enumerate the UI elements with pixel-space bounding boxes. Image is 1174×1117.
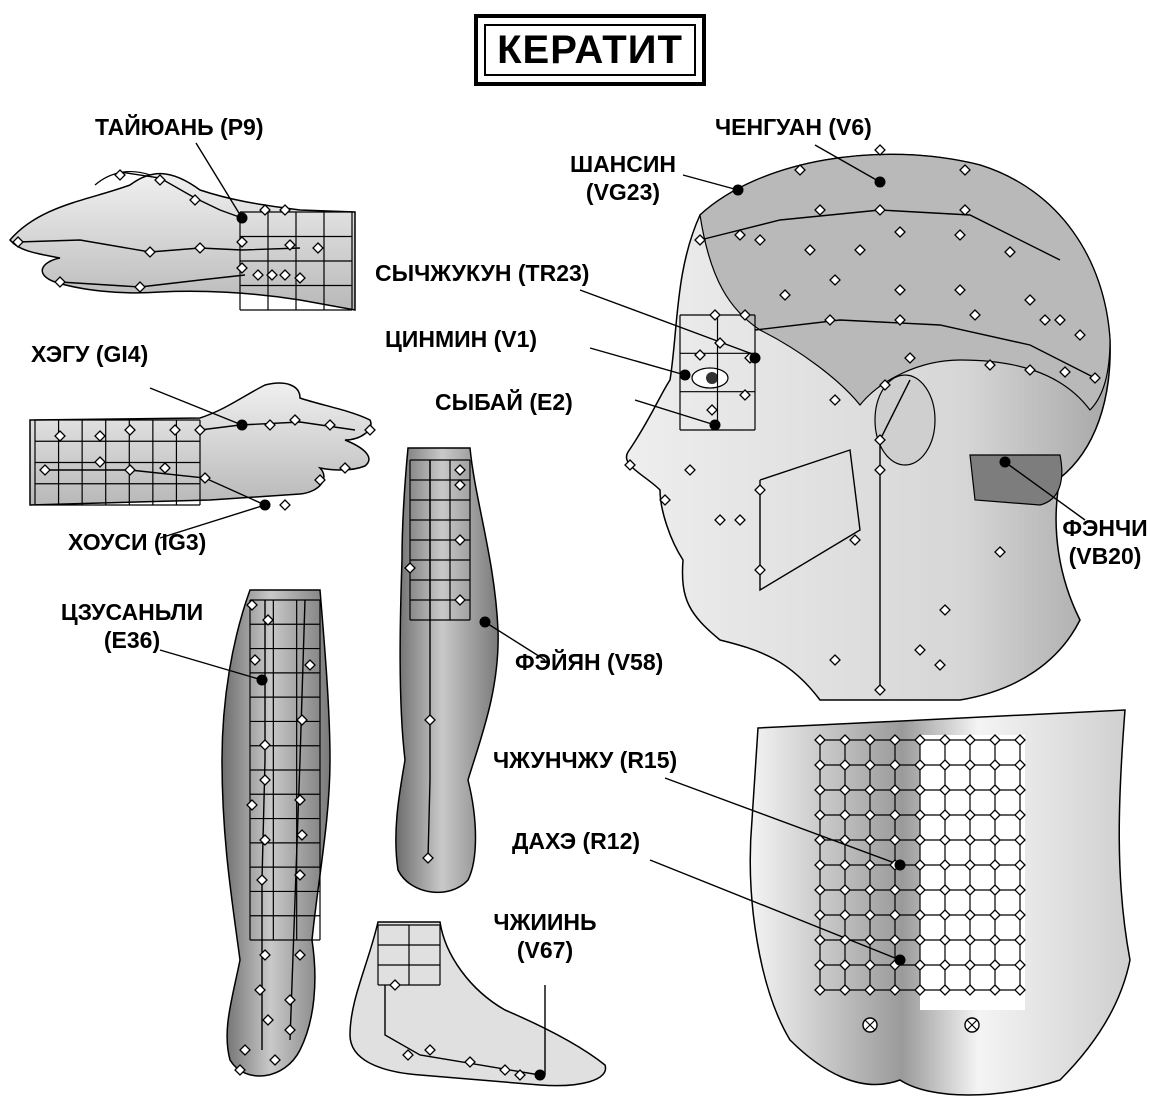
label-fengchi: ФЭНЧИ (VB20) <box>1040 514 1170 570</box>
active-point-marker <box>680 370 691 381</box>
label-sizhukong: СЫЧЖУКУН (TR23) <box>375 259 589 287</box>
label-zusanli-code: (Е36) <box>22 626 242 654</box>
label-dahe: ДАХЭ (R12) <box>512 827 640 855</box>
label-chengguang: ЧЕНГУАН (V6) <box>715 113 872 141</box>
page-title: КЕРАТИТ <box>497 28 683 73</box>
label-zusanli-name: ЦЗУСАНЬЛИ <box>22 598 242 626</box>
label-taiyuan: ТАЙЮАНЬ (Р9) <box>95 113 263 141</box>
active-point-marker <box>1000 457 1011 468</box>
title-inner-frame: КЕРАТИТ <box>484 24 696 76</box>
label-shangxing: ШАНСИН (VG23) <box>558 150 688 206</box>
active-point-marker <box>750 353 761 364</box>
active-point-marker <box>480 617 491 628</box>
leg-posterior-figure <box>396 448 498 892</box>
label-jingming: ЦИНМИН (V1) <box>385 325 537 353</box>
active-point-marker <box>895 955 906 966</box>
label-zhiyin-code: (V67) <box>470 936 620 964</box>
label-zhiyin-name: ЧЖИИНЬ <box>470 908 620 936</box>
active-point-marker <box>733 185 744 196</box>
active-point-marker <box>535 1070 546 1081</box>
active-point-marker <box>875 177 886 188</box>
label-sibai: СЫБАЙ (Е2) <box>435 388 573 416</box>
point-marker <box>875 145 885 155</box>
active-point-marker <box>237 213 248 224</box>
leader-line <box>590 348 685 375</box>
active-point-marker <box>237 420 248 431</box>
active-point-marker <box>895 860 906 871</box>
active-point-marker <box>710 420 721 431</box>
label-zhiyin: ЧЖИИНЬ (V67) <box>470 908 620 964</box>
point-marker <box>280 500 290 510</box>
label-shangxing-name: ШАНСИН <box>558 150 688 178</box>
label-hegu: ХЭГУ (GI4) <box>31 340 148 368</box>
label-zhongzhu: ЧЖУНЧЖУ (R15) <box>493 746 677 774</box>
label-fengchi-name: ФЭНЧИ <box>1040 514 1170 542</box>
label-feiyang: ФЭЙЯН (V58) <box>515 648 663 676</box>
label-fengchi-code: (VB20) <box>1040 542 1170 570</box>
title-frame: КЕРАТИТ <box>474 14 706 86</box>
active-point-marker <box>260 500 271 511</box>
label-zusanli: ЦЗУСАНЬЛИ (Е36) <box>22 598 242 654</box>
label-houxi: ХОУСИ (IG3) <box>68 528 206 556</box>
active-point-marker <box>257 675 268 686</box>
torso-figure <box>750 710 1130 1095</box>
label-shangxing-code: (VG23) <box>558 178 688 206</box>
leader-line <box>683 175 738 190</box>
